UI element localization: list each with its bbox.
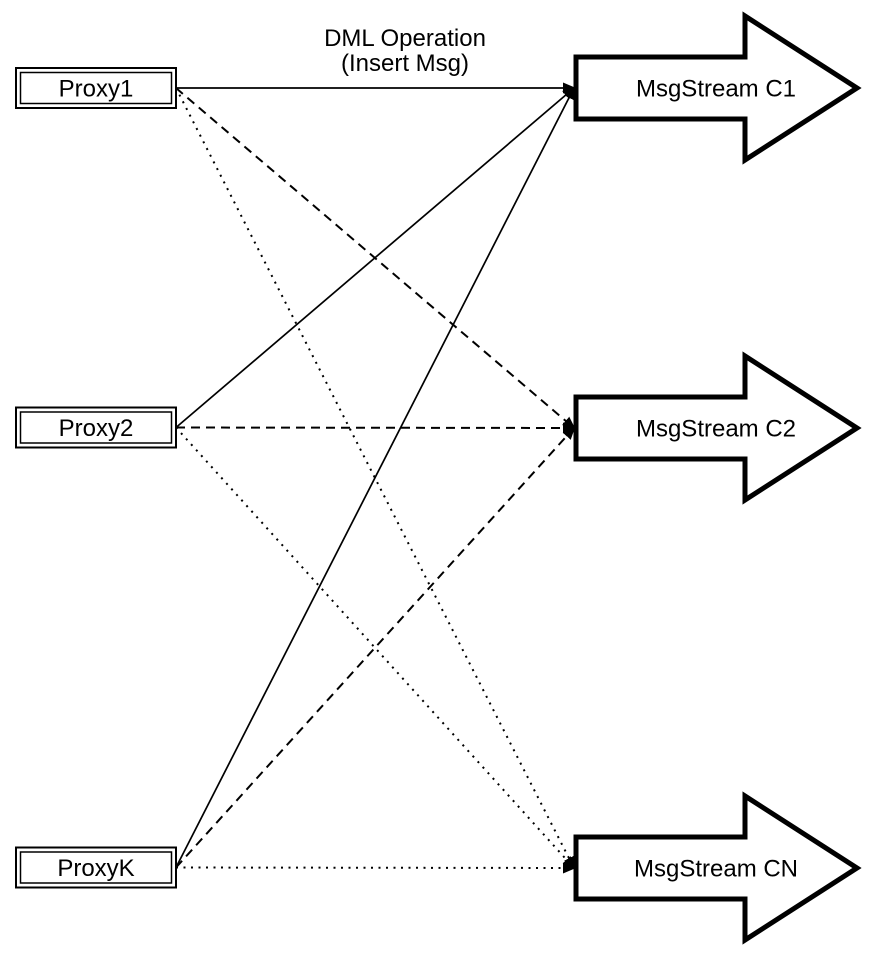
connection-proxy2-cn-dotted-line bbox=[175, 426, 576, 870]
msgstream-c1-label: MsgStream C1 bbox=[636, 76, 796, 103]
proxyK-box-outer bbox=[15, 846, 177, 889]
title-line-2: (Insert Msg) bbox=[341, 50, 469, 77]
proxy1-label: Proxy1 bbox=[59, 76, 134, 103]
msgstream-cn-arrow-shape bbox=[573, 791, 862, 945]
title-line-1: DML Operation bbox=[324, 25, 486, 52]
msgstream-node-c2: MsgStream C2 bbox=[573, 351, 862, 505]
msgstream-c1-arrow-shape bbox=[573, 11, 862, 165]
msgstream-c2-label: MsgStream C2 bbox=[636, 416, 796, 443]
connection-lines bbox=[175, 82, 576, 874]
proxy2-box-outer bbox=[15, 406, 177, 449]
proxy-node-proxy2: Proxy2 bbox=[15, 406, 177, 449]
proxyK-box-inner bbox=[19, 851, 173, 884]
msgstream-cn-label: MsgStream CN bbox=[634, 856, 798, 883]
proxy1-box-inner bbox=[19, 71, 173, 105]
proxy2-label: Proxy2 bbox=[59, 415, 134, 442]
diagram-title: DML Operation (Insert Msg) bbox=[324, 25, 486, 77]
msgstream-node-c1: MsgStream C1 bbox=[573, 11, 862, 165]
connection-proxyK-cn-dotted-line bbox=[175, 862, 576, 874]
proxyK-label: ProxyK bbox=[57, 855, 134, 882]
msgstream-node-cn: MsgStream CN bbox=[573, 791, 862, 945]
proxy2-box-inner bbox=[19, 411, 173, 444]
proxy-node-proxy1: Proxy1 bbox=[15, 67, 177, 109]
proxy-node-proxyK: ProxyK bbox=[15, 846, 177, 889]
connection-proxyK-c1-solid-line bbox=[175, 86, 575, 868]
proxy1-box-outer bbox=[15, 67, 177, 109]
connection-proxy2-c2-dashed-line bbox=[175, 422, 576, 434]
connection-proxyK-c2-dashed-line bbox=[175, 426, 576, 869]
connection-proxy2-c1-solid-line bbox=[175, 86, 576, 429]
msgstream-c2-arrow-shape bbox=[573, 351, 862, 505]
